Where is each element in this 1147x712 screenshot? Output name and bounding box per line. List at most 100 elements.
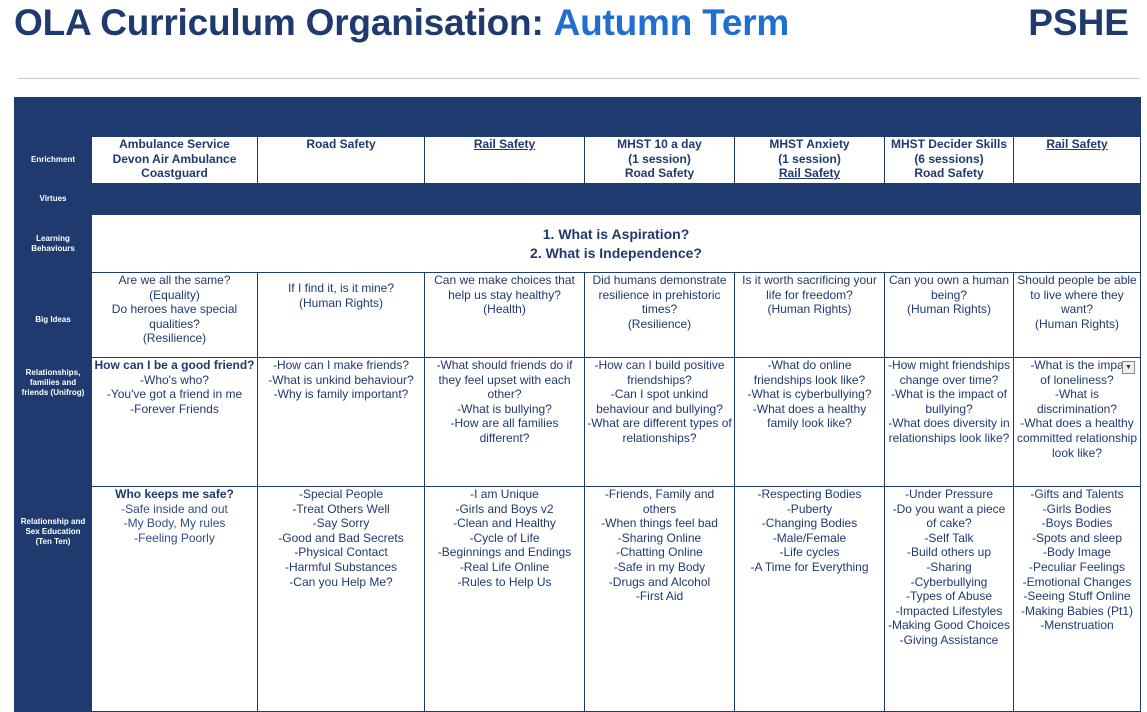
enrichment-row: Enrichment Ambulance Service Devon Air A… xyxy=(14,136,1141,184)
relationships-cell: -How can I make friends? -What is unkind… xyxy=(257,357,425,487)
big-idea-line: (Human Rights) xyxy=(767,302,852,317)
relationships-cell: How can I be a good friend? -Who's who? … xyxy=(91,357,258,487)
enrichment-item: Road Safety xyxy=(914,166,984,181)
row-label: Learning Behaviours xyxy=(14,214,92,273)
rse-cell: -Respecting Bodies -Puberty -Changing Bo… xyxy=(734,486,885,712)
enrichment-link[interactable]: Rail Safety xyxy=(1046,137,1108,152)
virtue-cell: Friendliness xyxy=(424,183,585,215)
rse-row: Relationship and Sex Education (Ten Ten)… xyxy=(14,486,1141,712)
big-idea-line: Are we all the same? xyxy=(118,273,231,288)
virtue-cell: Perseverance xyxy=(584,183,735,215)
rse-line: -Say Sorry xyxy=(312,516,370,531)
rse-line: -Clean and Healthy xyxy=(453,516,556,531)
column-header: Y1 xyxy=(257,97,425,137)
big-idea-cell: Should people be able to live where they… xyxy=(1013,272,1141,358)
rse-line: -Changing Bodies xyxy=(761,516,858,531)
virtue-cell: Truth xyxy=(884,183,1014,215)
enrichment-item: (1 session) xyxy=(628,151,691,166)
big-idea-line: Do heroes have special qualities? xyxy=(111,302,238,331)
rse-line: -A Time for Everything xyxy=(750,559,869,574)
big-idea-line: (Human Rights) xyxy=(1034,316,1120,331)
big-idea-line: (Health) xyxy=(483,302,526,317)
learning-behaviour-item: 2. What is Independence? xyxy=(530,244,702,261)
rse-line: -Special People xyxy=(298,487,384,502)
relationships-line: -Forever Friends xyxy=(130,401,219,416)
enrichment-cell: MHST 10 a day (1 session) Road Safety xyxy=(584,136,735,184)
enrichment-item: Coastguard xyxy=(141,166,208,181)
relationships-line: -How can I build positive friendships? xyxy=(594,358,725,387)
rse-line: -Rules to Help Us xyxy=(457,574,552,589)
relationships-line: -How might friendships change over time? xyxy=(887,358,1011,387)
rse-line: -Giving Assistance xyxy=(899,632,999,647)
rse-line: -Puberty xyxy=(786,501,833,516)
rse-line: -Life cycles xyxy=(779,545,840,560)
rse-line: -Sharing xyxy=(926,559,972,574)
title-text: OLA Curriculum Organisation: xyxy=(14,2,544,43)
rse-line: -Gifts and Talents xyxy=(1030,487,1124,502)
rse-line: -Chatting Online xyxy=(616,545,703,560)
rse-line: -Can you Help Me? xyxy=(289,574,393,589)
row-label: Relationships, families and friends (Uni… xyxy=(14,357,92,487)
page-title: OLA Curriculum Organisation:Autumn Term xyxy=(14,2,789,44)
relationships-line: -Who's who? xyxy=(140,372,209,387)
big-idea-line: (Human Rights) xyxy=(298,295,384,310)
enrichment-link[interactable]: Rail Safety xyxy=(473,137,536,152)
enrichment-cell: MHST Decider Skills (6 sessions) Road Sa… xyxy=(884,136,1014,184)
rse-line: -Cycle of Life xyxy=(469,530,540,545)
relationships-line: -How are all families different? xyxy=(450,416,559,445)
column-header: Y2 xyxy=(424,97,585,137)
row-label: Big Ideas xyxy=(14,272,92,358)
relationships-line: -You've got a friend in me xyxy=(106,387,243,402)
big-idea-line: Can we make choices that help us stay he… xyxy=(434,273,575,302)
relationships-cell: -How can I build positive friendships? -… xyxy=(584,357,735,487)
big-idea-line: (Human Rights) xyxy=(906,302,992,317)
rse-line: -Real Life Online xyxy=(459,559,550,574)
learning-behaviours-list: 1. What is Aspiration? 2. What is Indepe… xyxy=(94,225,1138,263)
relationships-line: -What are different types of relationshi… xyxy=(587,416,732,445)
rse-line: -Emotional Changes xyxy=(1022,574,1132,589)
row-label: Virtues xyxy=(14,183,92,215)
relationships-line: -What is discrimination? xyxy=(1036,387,1118,416)
rse-line: -Beginnings and Endings xyxy=(437,545,572,560)
big-idea-line: (Resilience) xyxy=(627,316,692,331)
relationships-line: -What should friends do if they feel ups… xyxy=(436,358,573,402)
rse-line: -Self Talk xyxy=(924,530,974,545)
column-header: Y3 xyxy=(584,97,735,137)
dropdown-arrow-icon[interactable]: ▼ xyxy=(1122,361,1135,374)
virtue-cell: Humility xyxy=(734,183,885,215)
term-title: Autumn Term xyxy=(553,2,790,43)
relationships-line: -Why is family important? xyxy=(273,387,409,402)
enrichment-cell: MHST Anxiety (1 session) Rail Safety xyxy=(734,136,885,184)
rse-line: -Sharing Online xyxy=(617,530,702,545)
subject-title: PSHE xyxy=(1028,2,1129,43)
rse-line: -Spots and sleep xyxy=(1031,530,1123,545)
enrichment-item: (6 sessions) xyxy=(914,151,984,166)
rse-cell: Who keeps me safe? -Safe inside and out … xyxy=(91,486,258,712)
column-header: Reception xyxy=(91,97,258,137)
enrichment-item: Road Safety xyxy=(624,166,695,181)
rse-line: -Respecting Bodies xyxy=(757,487,862,502)
rse-line: -Seeing Stuff Online xyxy=(1023,589,1131,604)
rse-line: -Treat Others Well xyxy=(292,501,390,516)
virtue-cell: Play xyxy=(91,183,258,215)
big-idea-cell: Can we make choices that help us stay he… xyxy=(424,272,585,358)
curriculum-table: Reception Y1 Y2 Y3 Y4 Y5 Y6 Enrichment A… xyxy=(14,97,1141,712)
learning-behaviours-row: Learning Behaviours 1. What is Aspiratio… xyxy=(14,214,1141,273)
rse-line: -Making Good Choices xyxy=(887,618,1011,633)
rse-line: -Menstruation xyxy=(1040,618,1114,633)
rse-line: -Under Pressure xyxy=(904,487,994,502)
enrichment-item: Road Safety xyxy=(306,137,376,152)
big-idea-cell: If I find it, is it mine? (Human Rights) xyxy=(257,272,425,358)
rse-line: -Build others up xyxy=(906,545,992,560)
relationships-line: -What is cyberbullying? xyxy=(747,387,872,402)
rse-line: -Physical Contact xyxy=(294,545,388,560)
big-idea-line: Can you own a human being? xyxy=(888,273,1010,302)
big-idea-cell: Is it worth sacrificing your life for fr… xyxy=(734,272,885,358)
learning-behaviour-item: 1. What is Aspiration? xyxy=(542,225,690,242)
rse-line: -I am Unique xyxy=(470,487,539,502)
rse-line: -Body Image xyxy=(1042,545,1112,560)
enrichment-item: MHST 10 a day xyxy=(617,137,702,152)
rse-line: -Friends, Family and others xyxy=(604,487,715,516)
relationships-line: -What is bullying? xyxy=(457,401,552,416)
enrichment-link[interactable]: Rail Safety xyxy=(778,166,841,181)
